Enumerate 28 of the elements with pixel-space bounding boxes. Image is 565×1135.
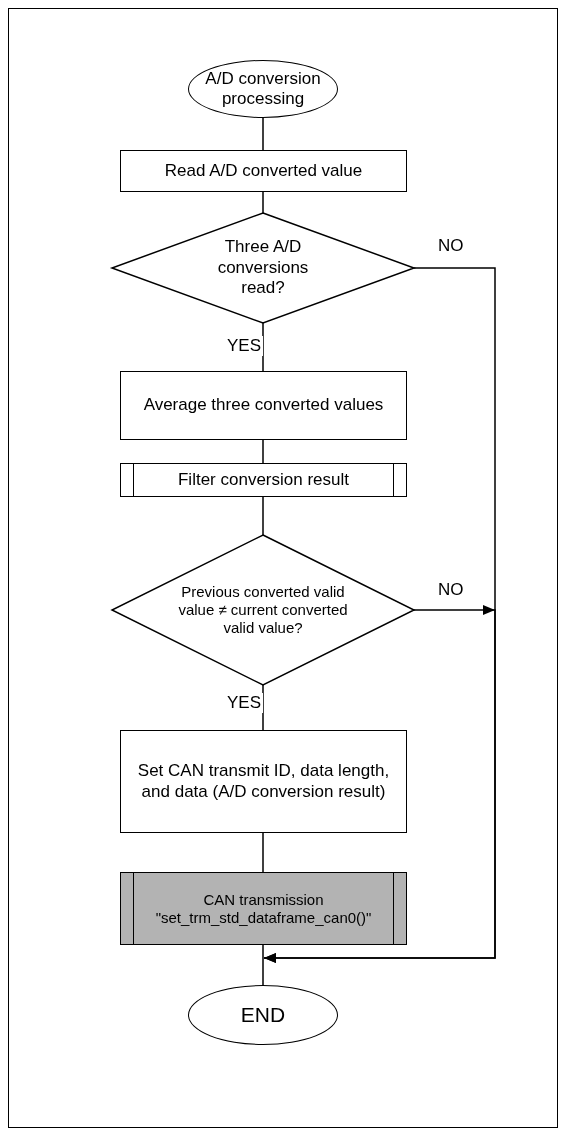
node-text: Read A/D converted value <box>164 160 363 182</box>
connector-line <box>262 191 264 214</box>
node-text: Filter conversion result <box>178 469 349 491</box>
connector-line <box>262 322 264 372</box>
node-text: A/D conversion processing <box>204 68 322 110</box>
connector-line <box>262 684 264 731</box>
process-box <box>120 730 407 833</box>
connector-line <box>262 117 264 151</box>
node-text: END <box>240 1002 286 1028</box>
process-box <box>120 150 407 192</box>
node-text: Previous converted valid value ≠ current converted valid value? <box>178 583 348 637</box>
subroutine-box <box>120 463 407 497</box>
connector-line <box>262 832 264 873</box>
node-text: Average three converted values <box>143 395 384 416</box>
connector-line <box>262 944 264 986</box>
node-text: CAN transmission <box>203 890 324 909</box>
decision-diamond <box>112 213 414 323</box>
node-text: Three A/D conversions read? <box>216 237 310 299</box>
connector-line <box>262 439 264 464</box>
decision-diamond <box>112 535 414 685</box>
node-text: "set_trm_std_dataframe_can0()" <box>155 908 372 927</box>
connector-line <box>262 496 264 536</box>
subroutine-box <box>120 872 407 945</box>
edge-label: YES <box>225 336 264 357</box>
node-text: Set CAN transmit ID, data length, and data (A/D conversion result) <box>136 761 391 802</box>
edge-label: YES <box>225 693 264 714</box>
process-box <box>120 371 407 440</box>
arrow <box>263 605 496 963</box>
